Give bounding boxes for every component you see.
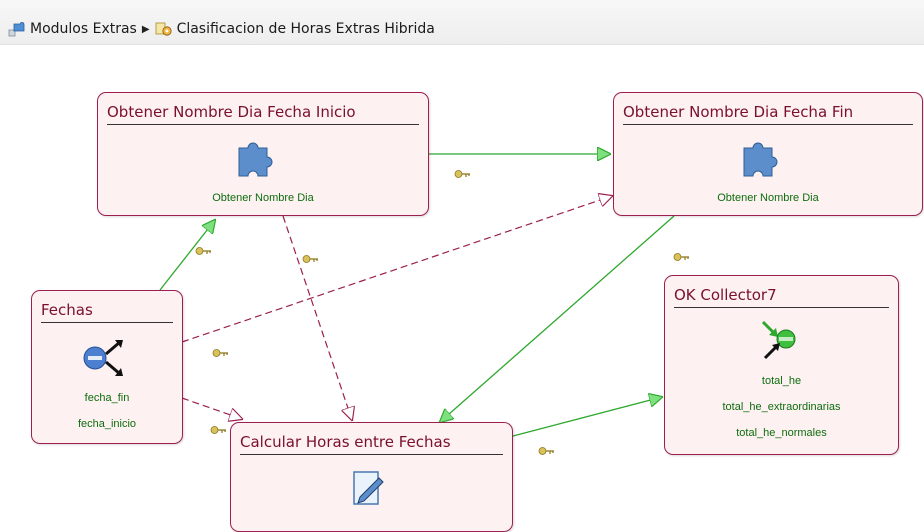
module-icon <box>8 22 25 37</box>
link-handle-icon[interactable] <box>195 246 212 256</box>
breadcrumb-separator-icon: ▶ <box>141 23 150 35</box>
link-handle-icon[interactable] <box>212 348 229 358</box>
node-title: Fechas <box>41 301 173 323</box>
node-title: Obtener Nombre Dia Fecha Fin <box>623 103 913 125</box>
node-fechas[interactable]: Fechas fecha_fin fecha_inicio <box>31 290 183 444</box>
puzzle-icon <box>743 142 778 177</box>
node-subtitle: Obtener Nombre Dia <box>212 192 314 204</box>
link-handle-icon[interactable] <box>673 252 690 262</box>
link-handle-icon[interactable] <box>454 169 471 179</box>
breadcrumb-bar: Modulos Extras ▶ Clasificacion de Horas … <box>0 0 924 45</box>
node-subtitle: Obtener Nombre Dia <box>717 192 819 204</box>
collector-icon <box>761 320 796 360</box>
node-calcular-horas-entre-fechas[interactable]: Calcular Horas entre Fechas <box>230 422 513 532</box>
breadcrumb-current: Clasificacion de Horas Extras Hibrida <box>176 21 435 37</box>
node-obtener-nombre-dia-fecha-fin[interactable]: Obtener Nombre Dia Fecha Fin Obtener Nom… <box>613 92 923 216</box>
flow-link-calcular-to-collector[interactable] <box>512 397 662 437</box>
flow-link-fechas-to-inicio[interactable] <box>159 220 215 291</box>
node-ok-collector7[interactable]: OK Collector7 total_he total_he_extraord… <box>664 275 899 455</box>
output-fecha-inicio: fecha_inicio <box>77 418 137 430</box>
node-title: OK Collector7 <box>674 286 889 308</box>
node-title: Calcular Horas entre Fechas <box>240 433 503 455</box>
data-link-fechas-to-calcular[interactable] <box>181 397 242 419</box>
edit-form-icon <box>353 471 384 505</box>
node-title: Obtener Nombre Dia Fecha Inicio <box>107 103 419 125</box>
data-link-fechas-to-fin[interactable] <box>181 196 612 343</box>
puzzle-icon <box>238 142 273 177</box>
output-total-he-extraordinarias: total_he_extraordinarias <box>722 401 841 413</box>
output-fecha-fin: fecha_fin <box>84 392 130 404</box>
link-handle-icon[interactable] <box>538 446 555 456</box>
link-handle-icon[interactable] <box>302 254 319 264</box>
process-icon <box>155 22 172 36</box>
breadcrumb: Modulos Extras ▶ Clasificacion de Horas … <box>8 20 435 38</box>
output-total-he-normales: total_he_normales <box>736 427 827 439</box>
breadcrumb-root[interactable]: Modulos Extras <box>30 21 137 37</box>
split-icon <box>83 340 123 376</box>
output-total-he: total_he <box>761 375 802 387</box>
link-handle-icon[interactable] <box>210 425 227 435</box>
node-obtener-nombre-dia-fecha-inicio[interactable]: Obtener Nombre Dia Fecha Inicio Obtener … <box>97 92 429 216</box>
flow-link-fin-to-calcular[interactable] <box>440 215 675 422</box>
data-link-inicio-to-calcular[interactable] <box>282 215 352 420</box>
